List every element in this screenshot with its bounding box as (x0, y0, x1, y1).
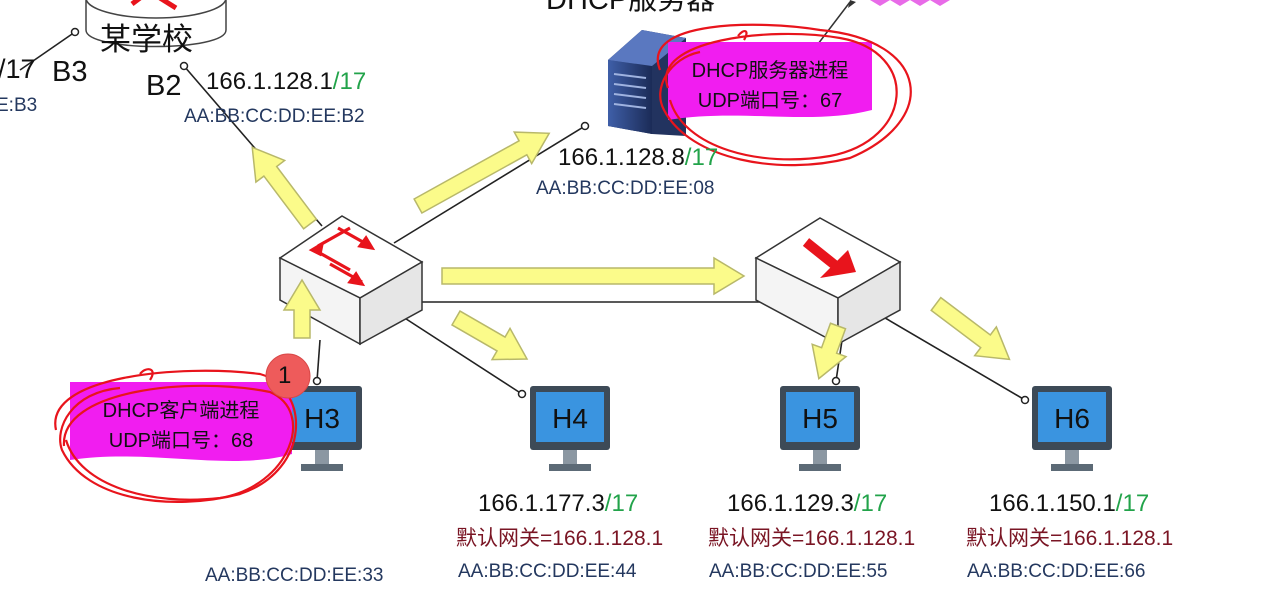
link-endpoints (70, 27, 1030, 405)
server-icon (608, 30, 686, 136)
client-process-port: UDP端口号：68 (108, 430, 254, 452)
annotation-scribbles (54, 23, 912, 503)
h6-mask: /17 (1115, 490, 1150, 517)
h5-gateway: 默认网关=166.1.128.1 (708, 527, 916, 550)
h6-gateway: 默认网关=166.1.128.1 (966, 527, 1174, 550)
h3-name: H3 (304, 403, 340, 434)
h6-name: H6 (1054, 403, 1090, 434)
b2-mac: AA:BB:CC:DD:EE:B2 (184, 106, 365, 127)
client-process-bubble: DHCP客户端进程 UDP端口号：68 (72, 396, 290, 456)
right-switch-icon (754, 217, 902, 346)
client-process-name: DHCP客户端进程 (102, 400, 260, 422)
h5-ip: 166.1.129.3 (727, 490, 854, 517)
server-process-bubble: DHCP服务器进程 UDP端口号：67 (672, 56, 868, 116)
b2-label: B2 (146, 70, 182, 102)
h6-mac: AA:BB:CC:DD:EE:66 (967, 561, 1146, 582)
server-mac: AA:BB:CC:DD:EE:08 (536, 178, 715, 199)
b3-label: B3 (52, 56, 88, 88)
h5-name: H5 (802, 403, 838, 434)
b3-mac: E:B3 (0, 95, 38, 116)
server-process-port: UDP端口号：67 (697, 90, 843, 112)
b3-mask: /17 (0, 54, 36, 84)
h4-gateway: 默认网关=166.1.128.1 (456, 527, 664, 550)
broadcast-arrows (251, 131, 1011, 380)
h6-ip: 166.1.150.1 (989, 490, 1116, 517)
server-process-bubble-shape (668, 42, 872, 120)
h4-ip-line: 166.1.177.3/17 (478, 492, 638, 516)
server-ip-line: 166.1.128.8/17 (558, 146, 718, 170)
pc-h5-icon (780, 386, 860, 471)
h3-mac: AA:BB:CC:DD:EE:33 (205, 565, 384, 586)
b2-ip: 166.1.128.1 (206, 68, 333, 95)
router-icon (85, 0, 227, 48)
h6-ip-line: 166.1.150.1/17 (989, 492, 1149, 516)
pc-h4-icon (530, 386, 610, 471)
b2-ip-line: 166.1.128.1/17 (206, 70, 366, 94)
b2-mask: /17 (332, 68, 367, 95)
h5-mac: AA:BB:CC:DD:EE:55 (709, 561, 888, 582)
server-mask: /17 (684, 144, 719, 171)
pc-h3-icon (282, 386, 362, 471)
step-number: 1 (278, 362, 292, 389)
h4-ip: 166.1.177.3 (478, 490, 605, 517)
server-title: DHCP服务器 (546, 0, 716, 16)
server-ip: 166.1.128.8 (558, 144, 685, 171)
network-links (19, 31, 1026, 401)
h4-mask: /17 (604, 490, 639, 517)
router-name: 某学校 (100, 22, 193, 57)
h4-mac: AA:BB:CC:DD:EE:44 (458, 561, 637, 582)
client-process-bubble-shape (70, 382, 292, 461)
left-switch-icon (278, 215, 424, 346)
h4-name: H4 (552, 403, 588, 434)
h5-ip-line: 166.1.129.3/17 (727, 492, 887, 516)
step-badge (265, 353, 311, 399)
server-process-name: DHCP服务器进程 (691, 60, 849, 82)
pc-h6-icon (1032, 386, 1112, 471)
cropped-decoration (817, 0, 950, 45)
h5-mask: /17 (853, 490, 888, 517)
